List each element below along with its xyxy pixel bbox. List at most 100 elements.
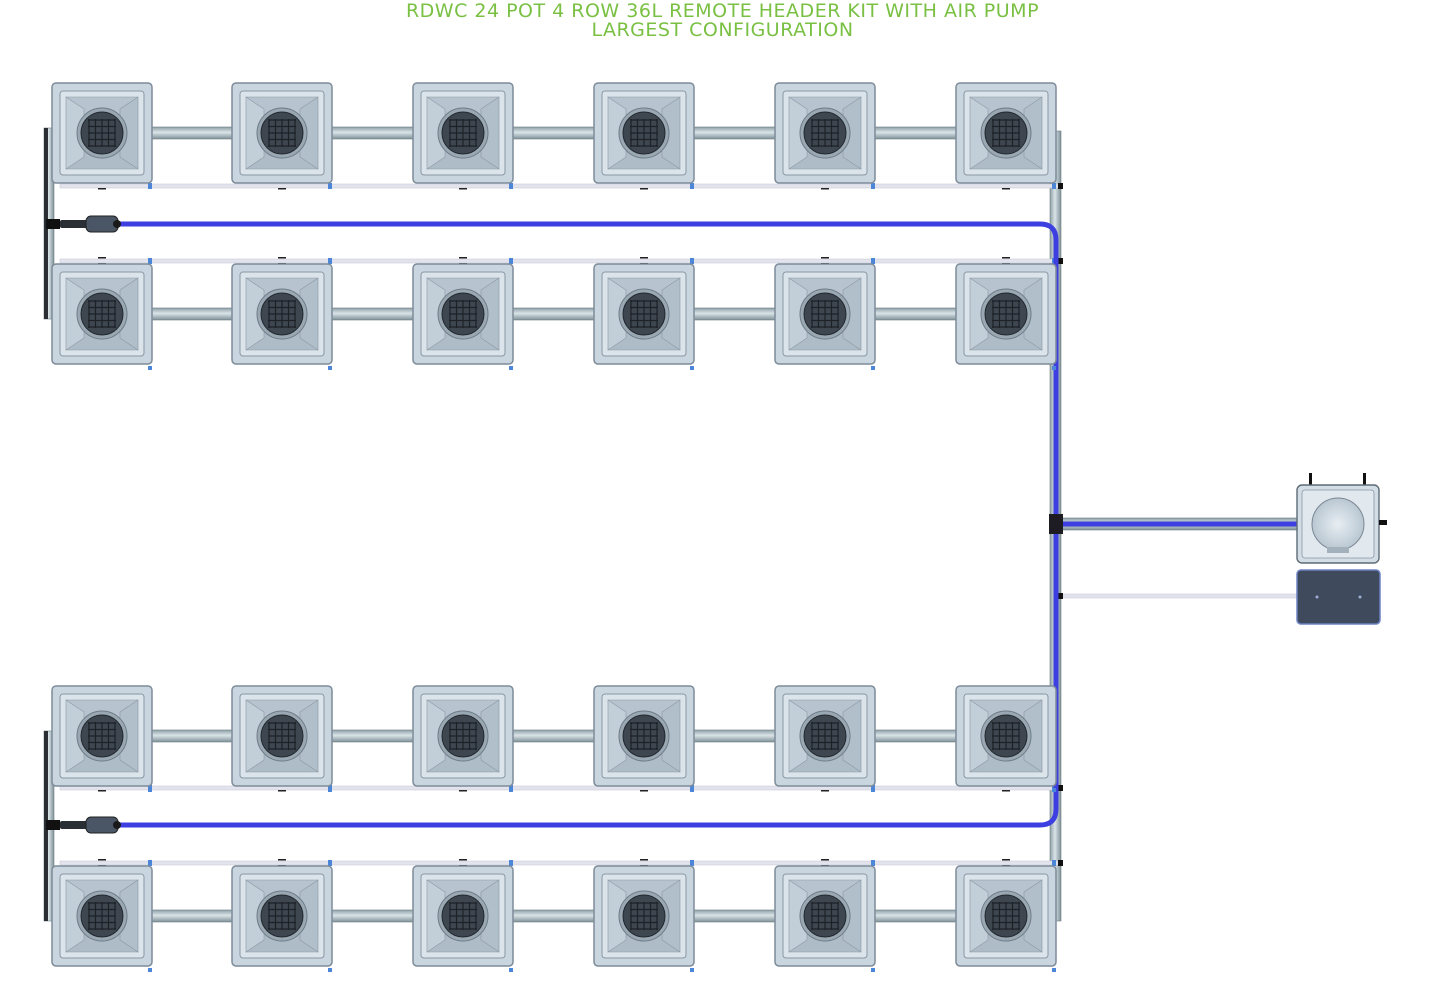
pot-bevel xyxy=(426,96,446,170)
pot-bevel xyxy=(607,96,627,170)
air-line-bottom xyxy=(120,524,1059,828)
pot-bevel xyxy=(1023,277,1043,351)
pot-icon xyxy=(593,263,695,370)
pot-icon xyxy=(412,865,514,972)
pot-fitting xyxy=(871,788,875,792)
pot-bevel xyxy=(969,879,989,953)
pot-bevel xyxy=(661,277,681,351)
return-cap xyxy=(1058,785,1063,791)
return-fitting xyxy=(690,860,694,866)
pot-bevel xyxy=(1023,879,1043,953)
pot-bevel xyxy=(607,699,627,773)
return-tick xyxy=(98,257,106,259)
pot-icon xyxy=(774,685,876,792)
pot-bevel xyxy=(299,277,319,351)
return-fitting xyxy=(509,258,513,264)
pot-bevel xyxy=(661,96,681,170)
lines-layer xyxy=(59,182,1301,867)
return-fitting xyxy=(148,860,152,866)
pot-icon xyxy=(955,865,1057,972)
return-tick xyxy=(278,257,286,259)
return-tick xyxy=(821,790,829,792)
pot-bevel xyxy=(842,277,862,351)
pot-icon xyxy=(955,263,1057,370)
pots-layer xyxy=(51,82,1057,972)
air-valve-tip xyxy=(113,821,121,829)
return-cap xyxy=(1058,593,1063,599)
return-tick xyxy=(459,859,467,861)
return-tick xyxy=(98,859,106,861)
pot-bevel xyxy=(607,879,627,953)
pot-fitting xyxy=(328,968,332,972)
pot-icon xyxy=(412,263,514,370)
pot-icon xyxy=(231,685,333,792)
return-tick xyxy=(1002,790,1010,792)
pot-bevel xyxy=(426,277,446,351)
pot-fitting xyxy=(509,968,513,972)
pot-fitting xyxy=(690,185,694,189)
pot-fitting xyxy=(690,366,694,370)
pot-bevel xyxy=(480,277,500,351)
pot-icon xyxy=(955,82,1057,189)
pot-bevel xyxy=(842,96,862,170)
pot-bevel xyxy=(969,699,989,773)
return-tick xyxy=(640,859,648,861)
air-line-top xyxy=(120,221,1300,527)
pot-icon xyxy=(231,865,333,972)
bucket-tab xyxy=(1327,547,1349,553)
bucket-handle-post xyxy=(1309,473,1312,485)
return-fitting xyxy=(328,860,332,866)
pot-bevel xyxy=(119,699,139,773)
pot-icon xyxy=(231,263,333,370)
return-fitting xyxy=(690,258,694,264)
pot-fitting xyxy=(1052,788,1056,792)
pot-bevel xyxy=(299,879,319,953)
pot-bevel xyxy=(119,277,139,351)
return-fitting xyxy=(1052,860,1056,866)
pot-bevel xyxy=(480,879,500,953)
return-to-bucket-line xyxy=(1054,593,1301,599)
pot-fitting xyxy=(328,366,332,370)
pot-bevel xyxy=(1023,699,1043,773)
bucket-outlet xyxy=(1379,520,1387,525)
return-fitting xyxy=(328,258,332,264)
water-pump-icon xyxy=(1296,569,1381,625)
return-tick xyxy=(459,257,467,259)
pot-icon xyxy=(51,865,153,972)
return-tick xyxy=(640,790,648,792)
pot-icon xyxy=(955,685,1057,792)
return-cap xyxy=(1058,860,1063,866)
pot-bevel xyxy=(245,879,265,953)
pot-bevel xyxy=(119,96,139,170)
return-tick xyxy=(821,257,829,259)
return-line xyxy=(59,183,1061,189)
return-tick xyxy=(98,790,106,792)
return-cap xyxy=(1058,258,1063,264)
equipment-layer xyxy=(46,215,1387,834)
pot-bevel xyxy=(245,96,265,170)
return-tick xyxy=(640,257,648,259)
pot-bevel xyxy=(65,699,85,773)
pot-fitting xyxy=(690,968,694,972)
pot-bevel xyxy=(426,699,446,773)
pot-fitting xyxy=(328,788,332,792)
return-tick xyxy=(98,188,106,190)
return-tick xyxy=(278,859,286,861)
return-tick xyxy=(821,859,829,861)
pot-bevel xyxy=(969,96,989,170)
pot-fitting xyxy=(148,185,152,189)
pot-bevel xyxy=(119,879,139,953)
pot-fitting xyxy=(1052,185,1056,189)
pot-fitting xyxy=(148,788,152,792)
pot-bevel xyxy=(788,277,808,351)
return-tick xyxy=(459,790,467,792)
pot-icon xyxy=(412,685,514,792)
pot-fitting xyxy=(148,366,152,370)
pot-fitting xyxy=(328,185,332,189)
return-fitting xyxy=(148,258,152,264)
pot-fitting xyxy=(871,185,875,189)
pot-bevel xyxy=(788,96,808,170)
pot-icon xyxy=(593,685,695,792)
pot-bevel xyxy=(299,96,319,170)
